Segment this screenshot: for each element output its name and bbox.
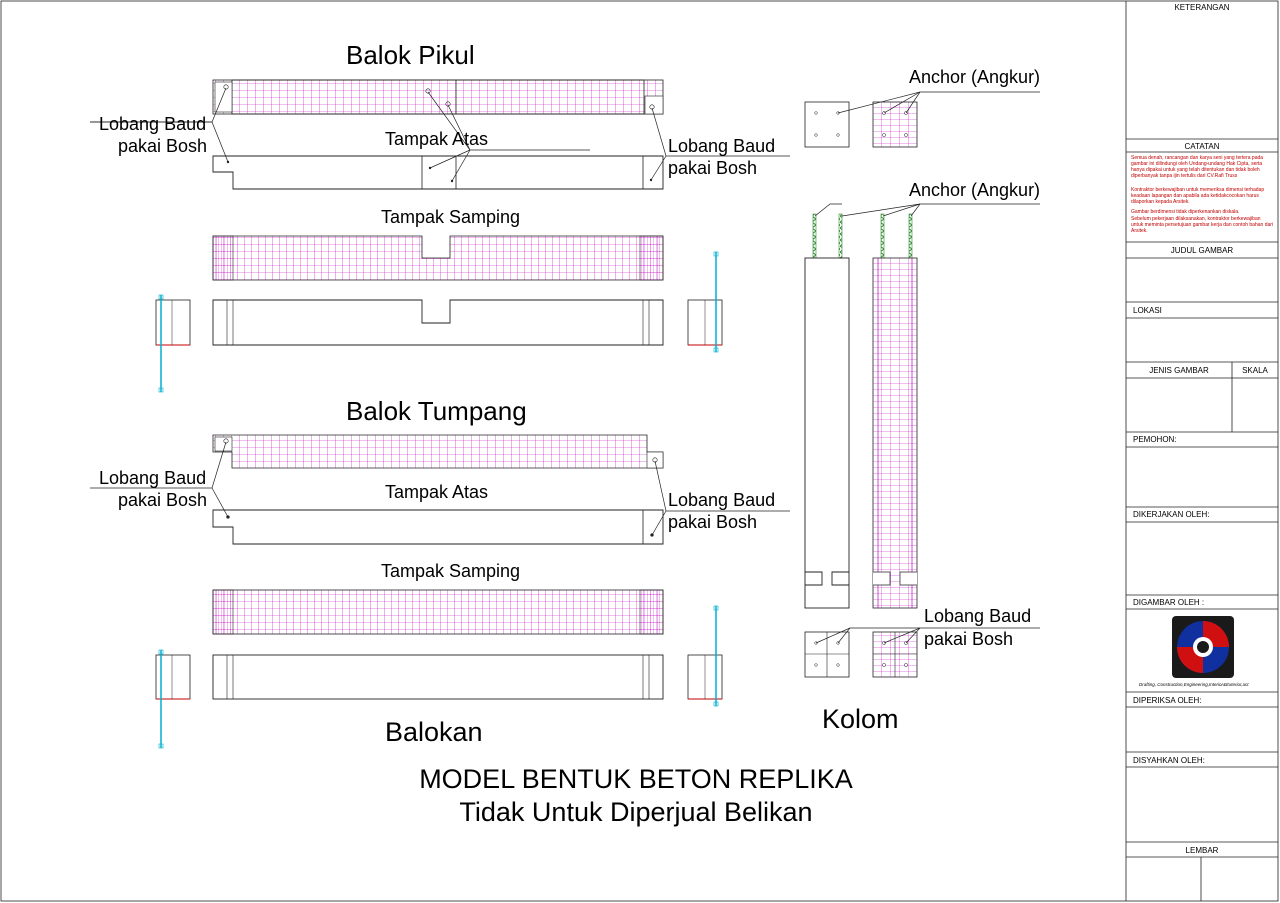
balok-tumpang-tampak-samping: Tampak Samping [381,561,521,581]
tb-keterangan: KETERANGAN [1174,3,1230,12]
kolom-anchors [812,203,1040,259]
balok-pikul-end-sections [155,251,723,393]
balok-tumpang-end-sections [155,605,723,749]
balok-tumpang-top-view [212,509,664,545]
kolom-lobang-line2: pakai Bosh [924,629,1014,649]
balok-pikul-title: Balok Pikul [346,40,475,70]
tb-diperiksa-oleh: DIPERIKSA OLEH: [1133,696,1202,705]
tb-note-4: Sebelum pekerjaan dilaksanakan, kontrakt… [1131,216,1274,234]
tb-lokasi: LOKASI [1133,306,1162,315]
kolom-top-plan [804,91,1040,148]
kolom-anchor-label-mid: Anchor (Angkur) [909,180,1041,200]
balok-tumpang-lobang-left-line1: Lobang Baud [99,468,207,488]
tb-pemohon: PEMOHON: [1133,435,1177,444]
tb-digambar-oleh: DIGAMBAR OLEH : [1133,598,1205,607]
tb-note-1: Semua denah, rancangan dan karya seni ya… [1131,155,1264,179]
balok-pikul-lobang-left-line1: Lobang Baud [99,114,207,134]
balok-pikul-lobang-left-line2: pakai Bosh [118,136,208,156]
kolom-elevation [804,257,850,609]
tb-skala: SKALA [1242,366,1268,375]
tb-note-3: Gambar berdimensi tidak diperkenankan di… [1131,209,1240,215]
tb-lembar: LEMBAR [1185,846,1219,855]
tb-note-2: Kontraktor berkewajiban untuk memeriksa … [1131,187,1265,205]
tb-disyahkan-oleh: DISYAHKAN OLEH: [1133,756,1205,765]
balok-pikul-tampak-atas: Tampak Atas [385,129,489,149]
balok-tumpang-title: Balok Tumpang [346,396,527,426]
balok-tumpang-lobang-left-line2: pakai Bosh [118,490,208,510]
tb-jenis-gambar: JENIS GAMBAR [1149,366,1209,375]
balok-pikul-side-view [212,299,664,346]
balok-tumpang-top-view-rebar [212,434,664,469]
footer-line-1: MODEL BENTUK BETON REPLIKA [419,764,853,794]
kolom-caption: Kolom [822,704,899,734]
balok-tumpang-lobang-right-line2: pakai Bosh [668,512,758,532]
tb-dikerjakan-oleh: DIKERJAKAN OLEH: [1133,510,1210,519]
balok-pikul-top-view-rebar [212,79,664,115]
balok-pikul-tampak-samping: Tampak Samping [381,207,521,227]
balok-tumpang-leaders [90,441,790,536]
tb-catatan: CATATAN [1184,142,1220,151]
balok-tumpang-lobang-right-line1: Lobang Baud [668,490,776,510]
company-logo [1172,616,1234,678]
title-block-frame [1125,1,1278,901]
balok-pikul-top-view [212,155,664,190]
kolom-lobang-line1: Lobang Baud [924,606,1032,626]
balok-pikul-leaders [90,87,790,182]
kolom-bottom-plan [804,627,1040,678]
balokan-caption: Balokan [385,717,483,747]
balok-pikul-lobang-right-line1: Lobang Baud [668,136,776,156]
kolom-elevation-rebar [872,257,918,609]
balok-pikul-side-view-rebar [212,235,664,281]
tb-judul-gambar: JUDUL GAMBAR [1170,246,1234,255]
kolom-anchor-label-top: Anchor (Angkur) [909,67,1041,87]
balok-tumpang-side-view-rebar [212,589,664,635]
balok-tumpang-side-view [212,654,664,700]
footer-line-2: Tidak Untuk Diperjual Belikan [459,797,813,827]
tb-logo-tagline: Drafting, Construction,Engineering,Inter… [1139,682,1249,687]
balok-tumpang-tampak-atas: Tampak Atas [385,482,489,502]
balok-pikul-lobang-right-line2: pakai Bosh [668,158,758,178]
